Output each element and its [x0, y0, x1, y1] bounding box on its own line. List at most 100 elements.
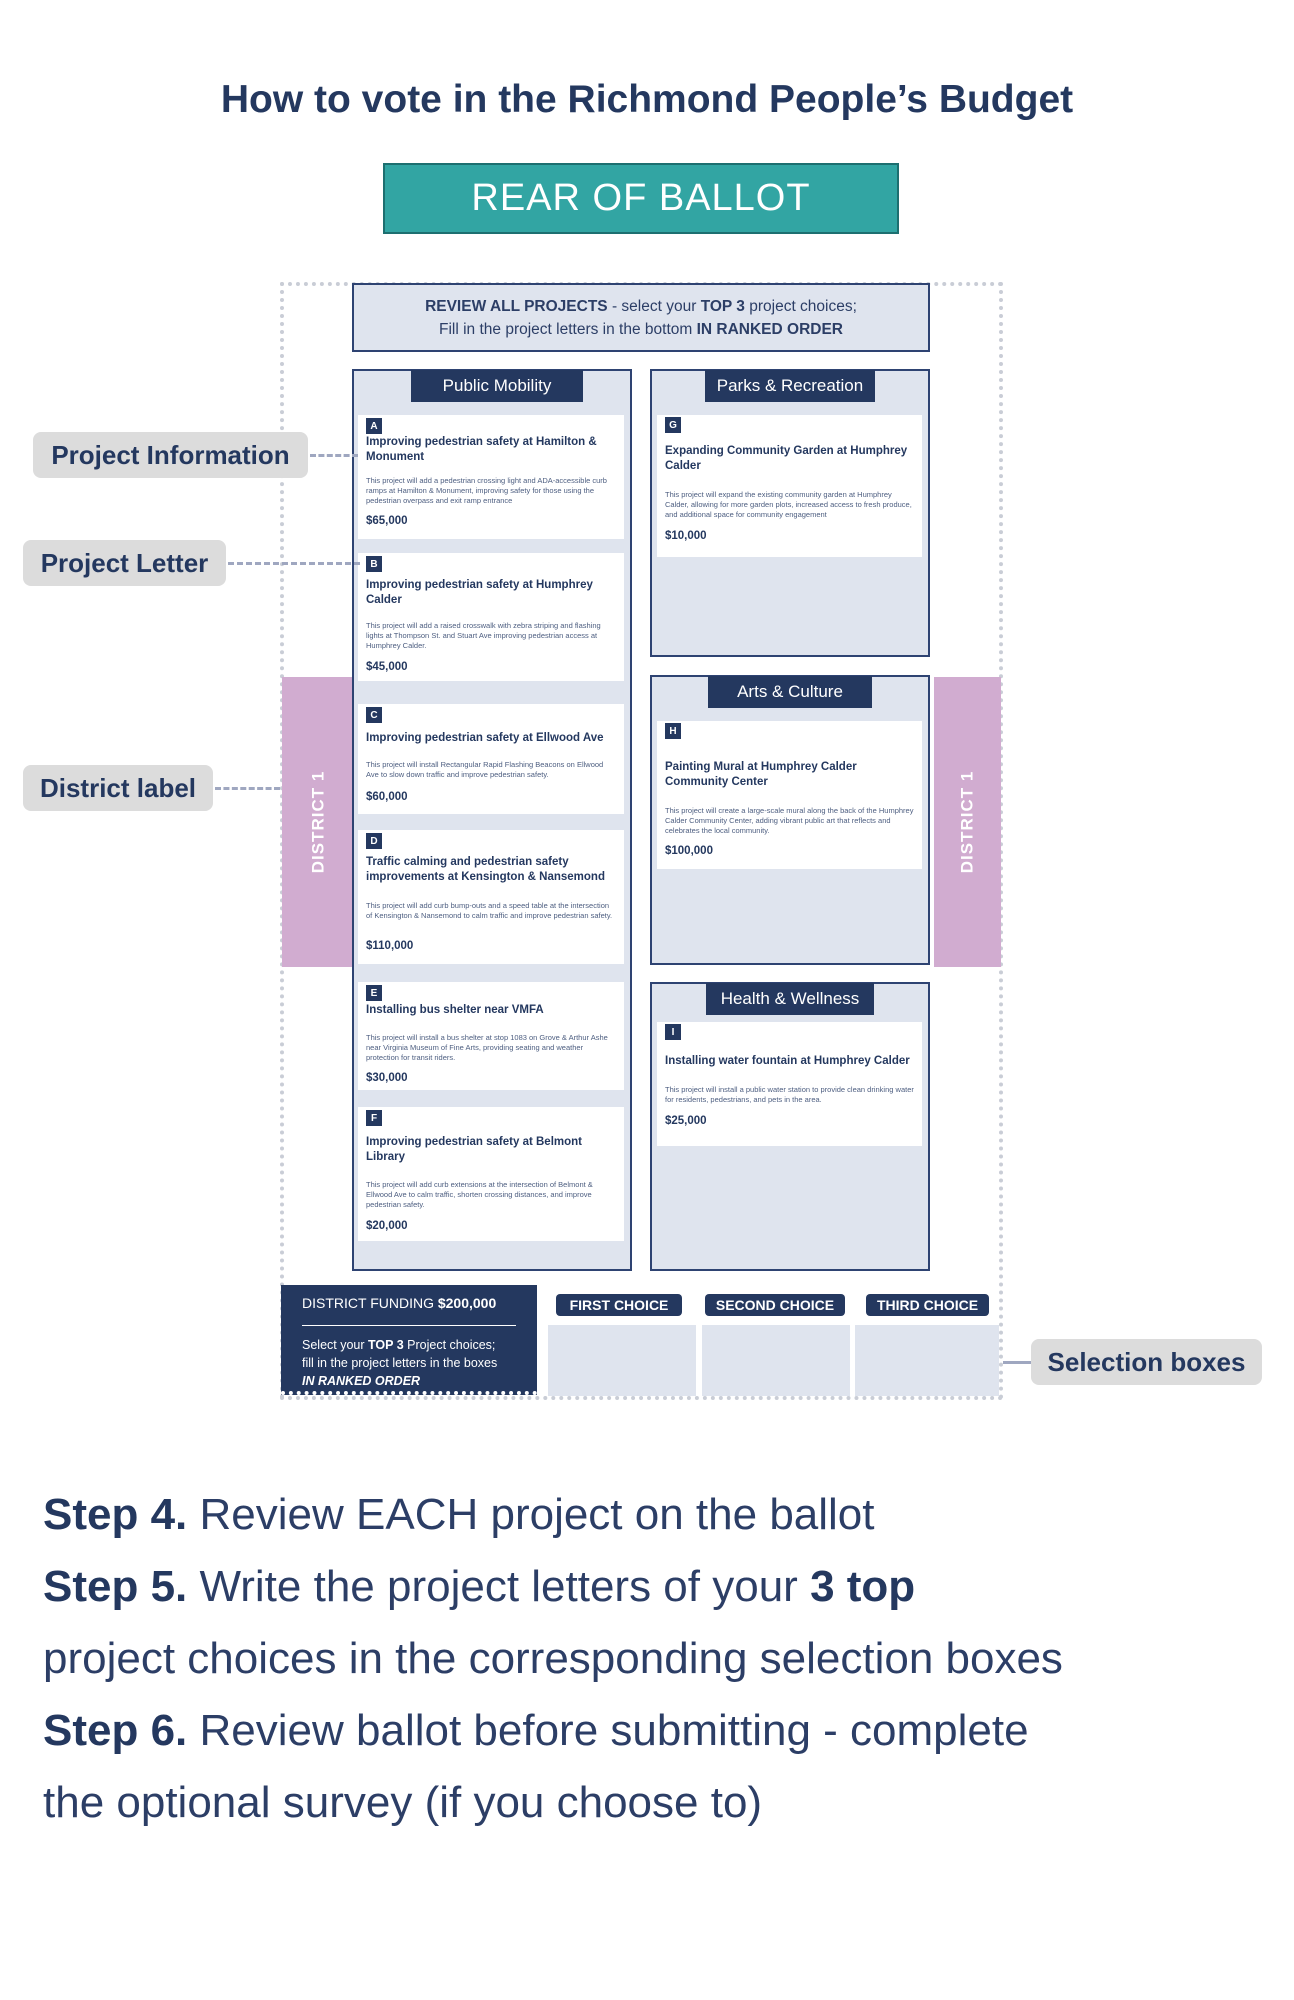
project-title: Improving pedestrian safety at Hamilton …	[366, 436, 597, 463]
funding-select-text: Select your	[302, 1338, 369, 1352]
instructions-line-1: REVIEW ALL PROJECTS - select your TOP 3 …	[425, 295, 857, 318]
district-band-left	[282, 677, 354, 967]
step-6-line-2: the optional survey (if you choose to)	[43, 1778, 763, 1827]
project-card-e[interactable]: E Installing bus shelter near VMFA This …	[358, 982, 624, 1090]
category-header-parks-recreation: Parks & Recreation	[705, 370, 875, 402]
callout-line-district-label	[215, 787, 280, 790]
district-funding-panel: DISTRICT FUNDING $200,000 Select your TO…	[281, 1285, 537, 1395]
funding-line-1: Select your TOP 3 Project choices;	[302, 1336, 497, 1354]
category-header-public-mobility: Public Mobility	[411, 370, 583, 402]
project-letter-d: D	[366, 833, 382, 849]
instr-bold-review: REVIEW ALL PROJECTS	[425, 297, 608, 315]
project-description: This project will install Rectangular Ra…	[366, 760, 604, 779]
project-letter-a: A	[366, 418, 382, 434]
project-letter-b: B	[366, 556, 382, 572]
step-6-text: Review ballot before submitting - comple…	[187, 1706, 1029, 1755]
step-6-label: Step 6.	[43, 1706, 188, 1755]
funding-label: DISTRICT FUNDING $200,000	[302, 1295, 496, 1311]
step-5-text: Write the project letters of your	[187, 1562, 811, 1611]
ballot-instructions: REVIEW ALL PROJECTS - select your TOP 3 …	[352, 283, 930, 352]
project-card-g[interactable]: G Expanding Community Garden at Humphrey…	[657, 415, 922, 557]
category-header-arts-culture: Arts & Culture	[708, 676, 872, 708]
project-cost: $100,000	[665, 845, 713, 857]
first-choice-box[interactable]	[548, 1325, 696, 1396]
callout-line-selection-boxes	[1003, 1361, 1031, 1364]
project-cost: $10,000	[665, 530, 707, 542]
step-5-line-2: project choices in the corresponding sel…	[43, 1634, 1063, 1683]
step-4: Step 4. Review EACH project on the ballo…	[43, 1490, 875, 1540]
project-card-b[interactable]: B Improving pedestrian safety at Humphre…	[358, 553, 624, 681]
project-title: Installing bus shelter near VMFA	[366, 1004, 544, 1016]
project-cost: $25,000	[665, 1115, 707, 1127]
step-5-bold: 3 top	[810, 1562, 916, 1611]
project-cost: $45,000	[366, 661, 408, 673]
project-letter-h: H	[665, 723, 681, 739]
district-label-left-wrap: DISTRICT 1	[282, 677, 354, 967]
project-letter-e: E	[366, 985, 382, 1001]
project-title: Expanding Community Garden at Humphrey C…	[665, 445, 908, 472]
funding-line-2: fill in the project letters in the boxes	[302, 1356, 498, 1370]
page-title: How to vote in the Richmond People’s Bud…	[220, 78, 1074, 121]
callout-project-information: Project Information	[33, 432, 308, 478]
project-title: Installing water fountain at Humphrey Ca…	[665, 1055, 910, 1067]
project-cost: $60,000	[366, 791, 408, 803]
second-choice-box[interactable]	[702, 1325, 850, 1396]
project-title: Painting Mural at Humphrey Calder Commun…	[665, 761, 857, 788]
callout-district-label: District label	[23, 765, 213, 811]
funding-label-text: DISTRICT FUNDING	[302, 1295, 438, 1311]
second-choice-label: SECOND CHOICE	[705, 1294, 845, 1316]
project-title: Improving pedestrian safety at Belmont L…	[366, 1136, 582, 1163]
project-card-a[interactable]: A Improving pedestrian safety at Hamilto…	[358, 415, 624, 539]
step-5-label: Step 5.	[43, 1562, 188, 1611]
category-header-health-wellness: Health & Wellness	[706, 983, 874, 1015]
project-letter-f: F	[366, 1110, 382, 1126]
callout-line-project-information	[310, 454, 358, 457]
project-description: This project will add curb bump-outs and…	[366, 901, 613, 920]
project-description: This project will add a raised crosswalk…	[366, 621, 601, 650]
instructions-line-2: Fill in the project letters in the botto…	[439, 318, 843, 341]
funding-instructions: Select your TOP 3 Project choices; fill …	[302, 1336, 497, 1390]
funding-amount: $200,000	[437, 1295, 497, 1311]
rear-of-ballot-banner: REAR OF BALLOT	[383, 163, 899, 234]
district-label-right-wrap: DISTRICT 1	[934, 677, 1001, 967]
funding-line-3: IN RANKED ORDER	[302, 1374, 421, 1388]
callout-project-letter: Project Letter	[23, 540, 226, 586]
project-description: This project will create a large-scale m…	[665, 806, 914, 835]
instr-text-2: project choices;	[744, 297, 857, 315]
project-letter-i: I	[665, 1024, 681, 1040]
funding-select-bold: TOP 3	[368, 1338, 404, 1352]
step-6: Step 6. Review ballot before submitting …	[43, 1706, 1029, 1756]
step-4-label: Step 4.	[43, 1490, 188, 1539]
step-5: Step 5. Write the project letters of you…	[43, 1562, 915, 1612]
project-cost: $30,000	[366, 1072, 408, 1084]
project-card-h[interactable]: H Painting Mural at Humphrey Calder Comm…	[657, 721, 922, 869]
funding-divider	[302, 1325, 516, 1326]
project-cost: $20,000	[366, 1220, 408, 1232]
project-card-i[interactable]: I Installing water fountain at Humphrey …	[657, 1022, 922, 1146]
project-card-d[interactable]: D Traffic calming and pedestrian safety …	[358, 830, 624, 964]
project-title: Improving pedestrian safety at Humphrey …	[366, 579, 593, 606]
first-choice-label: FIRST CHOICE	[556, 1294, 682, 1316]
district-label-left: DISTRICT 1	[308, 770, 327, 874]
project-cost: $65,000	[366, 515, 408, 527]
project-description: This project will install a bus shelter …	[366, 1033, 608, 1062]
funding-select-text2: Project choices;	[403, 1338, 496, 1352]
project-title: Traffic calming and pedestrian safety im…	[366, 856, 605, 883]
district-label-right: DISTRICT 1	[957, 770, 977, 874]
project-description: This project will add a pedestrian cross…	[366, 476, 607, 505]
project-description: This project will install a public water…	[665, 1085, 914, 1104]
third-choice-box[interactable]	[855, 1325, 999, 1396]
third-choice-label: THIRD CHOICE	[866, 1294, 989, 1316]
callout-selection-boxes: Selection boxes	[1031, 1339, 1262, 1385]
instr-bold-top3: TOP 3	[700, 297, 745, 315]
project-card-f[interactable]: F Improving pedestrian safety at Belmont…	[358, 1107, 624, 1241]
project-card-c[interactable]: C Improving pedestrian safety at Ellwood…	[358, 704, 624, 814]
project-letter-g: G	[665, 417, 681, 433]
callout-line-project-letter	[228, 562, 360, 565]
step-4-text: Review EACH project on the ballot	[187, 1490, 875, 1539]
instr-text-3: Fill in the project letters in the botto…	[439, 320, 697, 338]
project-letter-c: C	[366, 707, 382, 723]
project-description: This project will expand the existing co…	[665, 490, 912, 519]
project-title: Improving pedestrian safety at Ellwood A…	[366, 732, 604, 744]
district-band-right	[934, 677, 1001, 967]
